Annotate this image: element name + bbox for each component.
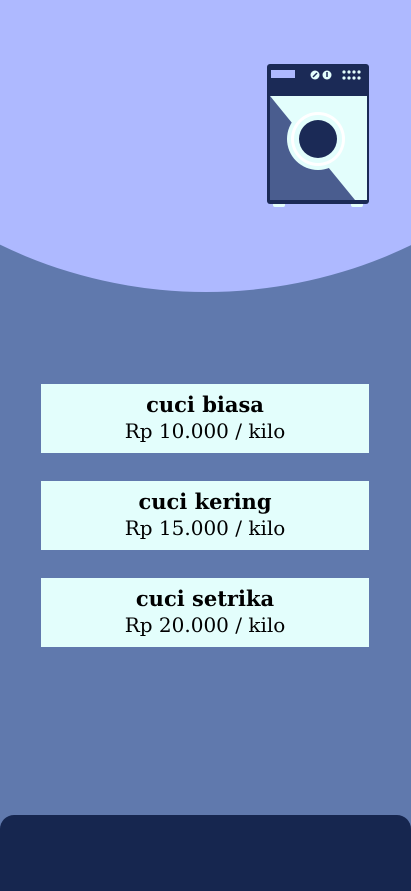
- service-title: cuci kering: [138, 489, 272, 514]
- service-price: Rp 20.000 / kilo: [124, 613, 286, 637]
- service-price: Rp 10.000 / kilo: [124, 419, 286, 443]
- washing-machine-icon: [267, 64, 369, 207]
- service-title: cuci setrika: [135, 586, 275, 611]
- service-card-cuci-biasa[interactable]: cuci biasa Rp 10.000 / kilo: [41, 384, 369, 453]
- service-price: Rp 15.000 / kilo: [124, 516, 286, 540]
- service-card-cuci-kering[interactable]: cuci kering Rp 15.000 / kilo: [41, 481, 369, 550]
- bottom-navigation-bar: [0, 815, 411, 891]
- service-title: cuci biasa: [146, 392, 264, 417]
- service-card-cuci-setrika[interactable]: cuci setrika Rp 20.000 / kilo: [41, 578, 369, 647]
